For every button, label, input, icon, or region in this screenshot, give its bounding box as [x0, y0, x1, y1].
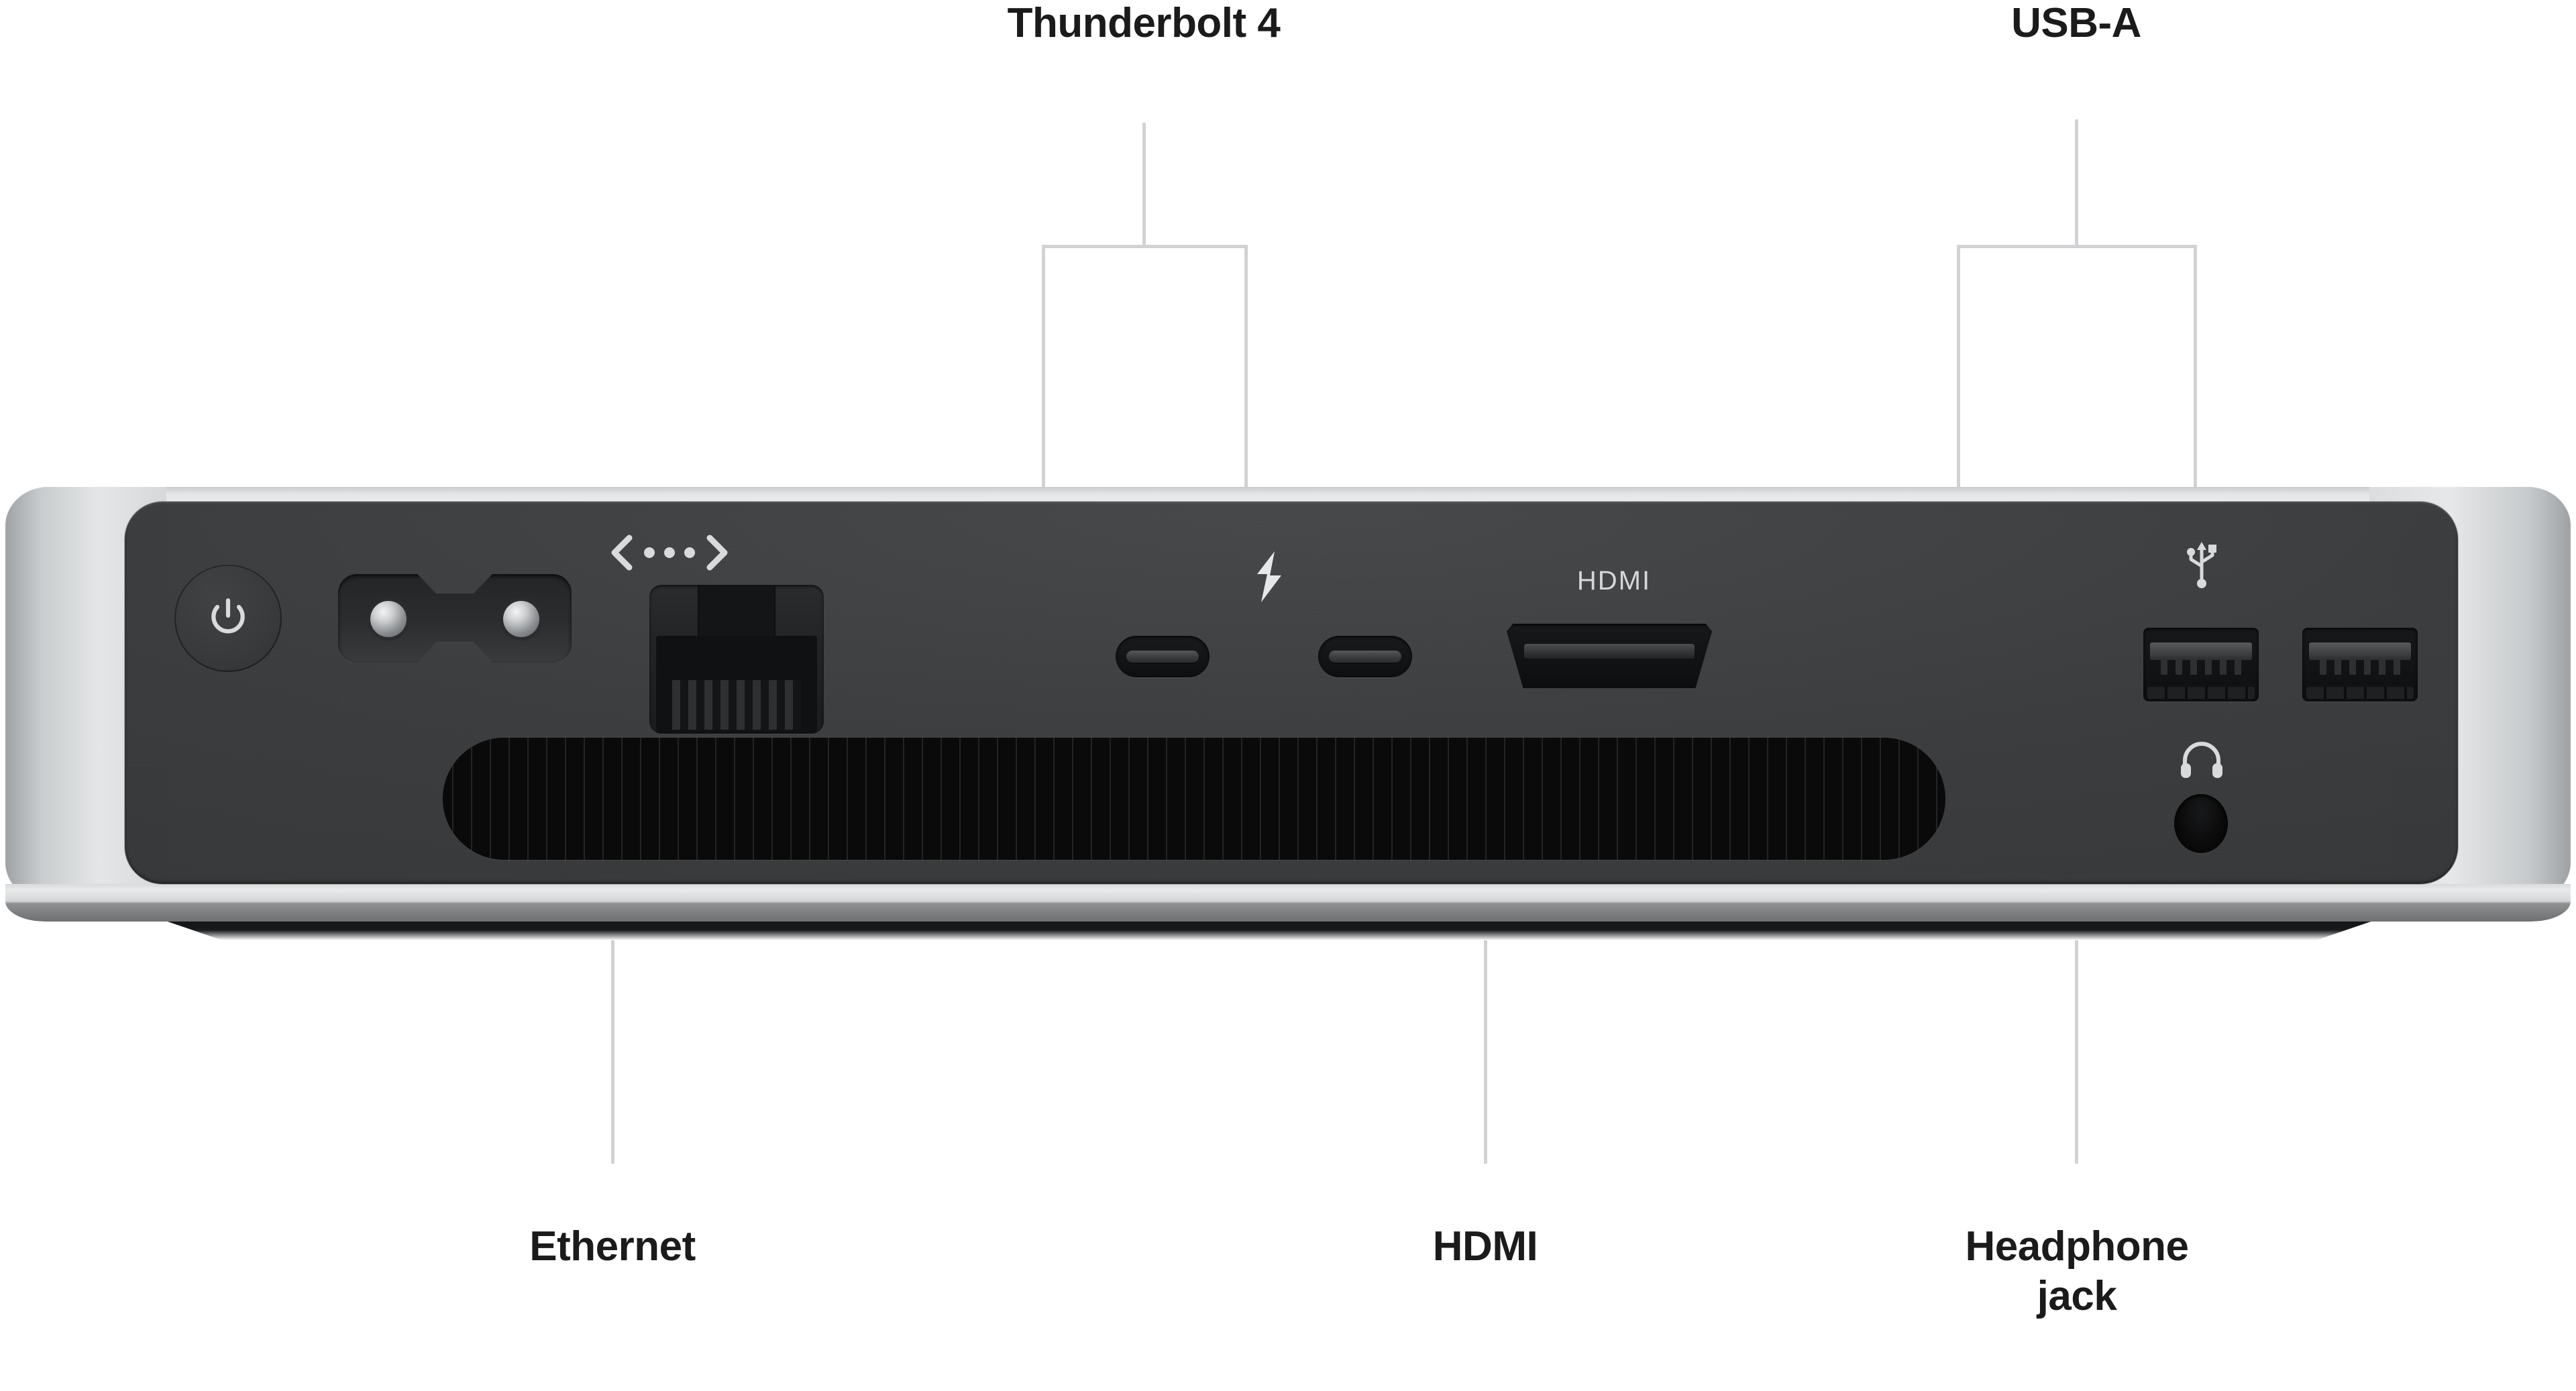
leader-usba-stem [2075, 119, 2078, 247]
callout-label-ethernet: Ethernet [529, 1223, 696, 1270]
mac-mini-chassis: HDMI [5, 487, 2571, 922]
leader-thunderbolt-left [1042, 245, 1045, 644]
chassis-bottom-band [5, 884, 2571, 922]
callout-label-usba: USB-A [2011, 0, 2141, 46]
leader-thunderbolt-stem [1142, 123, 1146, 247]
usb-a-port-1-contacts [2153, 660, 2249, 675]
thunderbolt-port-2[interactable] [1318, 636, 1412, 677]
ethernet-icon [611, 535, 728, 571]
headphone-icon [2181, 742, 2222, 778]
headphone-jack[interactable] [2174, 794, 2228, 853]
ethernet-port[interactable] [649, 585, 824, 734]
leader-headphone [2075, 798, 2078, 1164]
hdmi-port[interactable] [1507, 624, 1712, 688]
callout-label-hdmi: HDMI [1432, 1223, 1538, 1270]
power-socket [338, 574, 572, 663]
thunderbolt-bolt-icon [1257, 551, 1281, 602]
rear-panel: HDMI [125, 502, 2458, 884]
usb-a-port-1-bar [2150, 643, 2252, 660]
power-icon [211, 598, 245, 634]
exhaust-vent-fins [443, 738, 1945, 860]
power-socket-pin-right [503, 601, 539, 637]
callout-label-thunderbolt: Thunderbolt 4 [1007, 0, 1281, 46]
usb-trident-icon [2187, 542, 2216, 588]
usb-a-port-2-contacts [2312, 660, 2408, 675]
ethernet-pins [672, 680, 801, 730]
exhaust-vent [443, 738, 1945, 860]
usb-a-port-1[interactable] [2143, 628, 2259, 702]
thunderbolt-port-1-tongue [1126, 651, 1199, 663]
leader-thunderbolt-bar [1042, 245, 1248, 248]
usb-a-port-2-lip [2306, 687, 2414, 699]
usb-a-port-2[interactable] [2302, 628, 2418, 702]
leader-usba-left [1957, 245, 1960, 664]
callout-label-headphone: Headphone jack [1965, 1223, 2189, 1319]
leader-usba-bar [1957, 245, 2197, 248]
usb-a-port-1-lip [2147, 687, 2255, 699]
thunderbolt-port-1[interactable] [1116, 636, 1210, 677]
usb-a-port-2-bar [2309, 643, 2411, 660]
hdmi-silkscreen-label: HDMI [1576, 566, 1652, 596]
power-button[interactable] [174, 565, 282, 672]
thunderbolt-port-2-tongue [1329, 651, 1401, 663]
hdmi-port-slot [1524, 644, 1695, 659]
power-socket-pin-left [370, 601, 407, 637]
leader-usba-right [2194, 245, 2197, 664]
leader-thunderbolt-right [1244, 245, 1248, 644]
